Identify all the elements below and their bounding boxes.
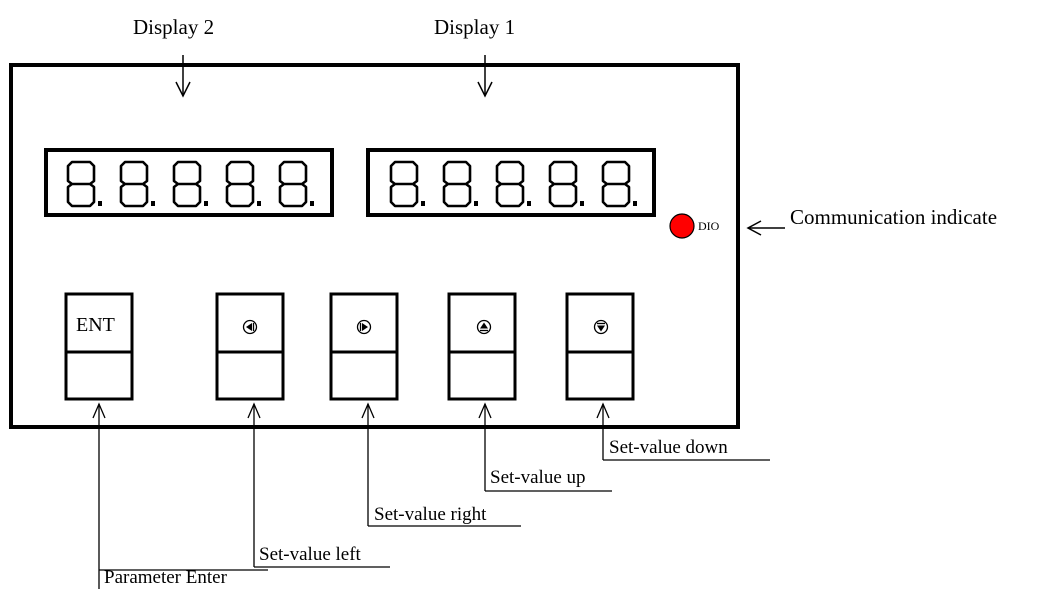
ent-button[interactable] [64,292,134,401]
display-1-digits [389,160,637,208]
display-2-digit [66,160,102,208]
display-2-digit [278,160,314,208]
callout-lines [92,402,770,589]
up-button[interactable] [447,292,517,401]
dio-label: DIO [698,219,720,233]
display-1-digit [495,160,531,208]
display-2-digit [119,160,155,208]
display-1-digit [442,160,478,208]
left-button[interactable] [215,292,285,401]
display-1 [366,148,656,217]
triangle-down-icon [593,319,609,335]
right-button[interactable] [329,292,399,401]
set-value-right-label: Set-value right [374,504,487,525]
display2-label: Display 2 [133,15,215,39]
parameter-enter-label: Parameter Enter [104,567,227,588]
panel-frame [9,63,740,429]
display-2-digit [225,160,261,208]
display1-arrow [477,55,493,98]
set-value-up-label: Set-value up [490,467,586,488]
display-1-digit [389,160,425,208]
set-value-down-label: Set-value down [609,437,728,458]
down-button[interactable] [565,292,635,401]
display-1-digit [601,160,637,208]
display-2-digit [172,160,208,208]
triangle-up-icon [476,319,492,335]
display2-arrow [175,55,191,98]
triangle-right-icon [356,319,372,335]
ent-button-label: ENT [76,314,115,336]
communication-arrow [746,220,785,236]
display1-label: Display 1 [434,15,516,39]
communication-label: Communication indicate [790,205,998,229]
display-2-digits [66,160,314,208]
display-2 [44,148,334,217]
set-value-left-label: Set-value left [259,544,361,565]
triangle-left-icon [242,319,258,335]
display-1-digit [548,160,584,208]
dio-led [669,213,695,239]
